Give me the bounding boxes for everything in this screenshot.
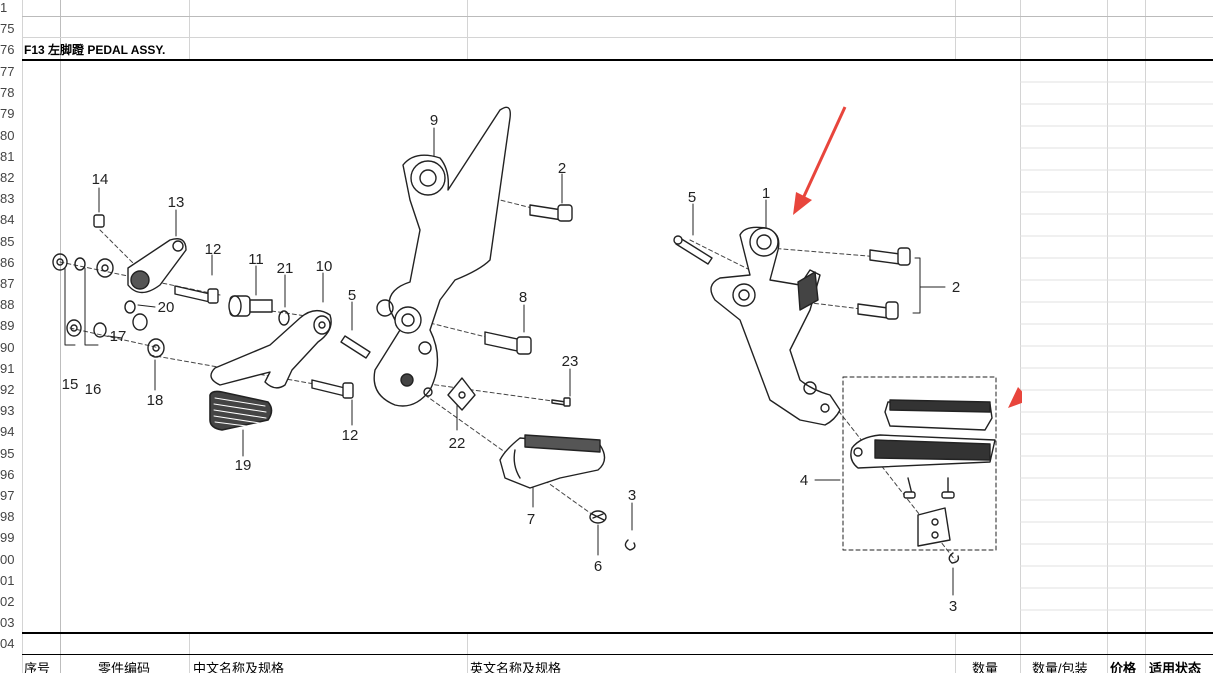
header-qty-pack[interactable]: 数量/包装 — [1032, 661, 1088, 673]
callout-15: 15 — [62, 376, 79, 393]
row-header[interactable]: 75 — [0, 18, 22, 39]
callout-5: 5 — [688, 189, 696, 206]
grid-row-line — [22, 16, 1213, 17]
row-header[interactable]: 90 — [0, 336, 22, 358]
annotation-arrows — [793, 106, 1022, 408]
row-header[interactable]: 01 — [0, 569, 22, 591]
callout-labels: 1 2 2 3 3 4 5 5 6 7 8 9 10 11 12 12 13 1… — [62, 112, 961, 615]
header-part-code[interactable]: 零件编码 — [98, 661, 151, 673]
row-header[interactable]: 91 — [0, 357, 22, 379]
row-header[interactable]: 02 — [0, 591, 22, 612]
row-header[interactable]: 93 — [0, 400, 22, 422]
row-header[interactable]: 96 — [0, 463, 22, 485]
callout-11: 11 — [248, 251, 264, 268]
section-title: F13 左脚蹬 PEDAL ASSY. — [24, 43, 166, 57]
grid-col-line — [22, 0, 23, 673]
row-header[interactable]: 84 — [0, 209, 22, 231]
grid-row-line — [22, 654, 1213, 655]
table-top-border — [22, 59, 1213, 61]
grid-col-line — [189, 0, 190, 60]
row-header[interactable]: 1 — [0, 0, 22, 18]
row-header[interactable]: 80 — [0, 124, 22, 146]
callout-6: 6 — [594, 558, 602, 575]
row-header[interactable]: 81 — [0, 145, 22, 167]
row-header[interactable]: 98 — [0, 506, 22, 528]
callout-9: 9 — [430, 112, 438, 129]
grid-col-line — [189, 634, 190, 673]
row-header[interactable]: 77 — [0, 61, 22, 82]
callout-7: 7 — [527, 511, 535, 528]
row-header[interactable]: 04 — [0, 633, 22, 655]
row-header[interactable]: 88 — [0, 294, 22, 316]
row-header[interactable]: 95 — [0, 442, 22, 464]
grid-col-line — [467, 634, 468, 673]
grid-col-line — [467, 0, 468, 60]
header-price[interactable]: 价格 — [1110, 661, 1137, 673]
callout-3: 3 — [949, 598, 957, 615]
callout-5: 5 — [348, 287, 356, 304]
row-header[interactable]: 82 — [0, 167, 22, 188]
callout-12: 12 — [342, 427, 359, 444]
header-status[interactable]: 适用状态 — [1149, 661, 1202, 673]
header-cn-name[interactable]: 中文名称及规格 — [193, 661, 285, 673]
row-header[interactable]: 78 — [0, 82, 22, 104]
row-header[interactable]: 03 — [0, 612, 22, 634]
right-grid — [1020, 81, 1213, 611]
callout-12: 12 — [205, 241, 222, 258]
exploded-parts-diagram: 1 2 2 3 3 4 5 5 6 7 8 9 10 11 12 12 13 1… — [52, 106, 1022, 615]
callout-19: 19 — [235, 457, 252, 474]
grid-col-line — [1145, 0, 1146, 673]
row-header[interactable]: 99 — [0, 527, 22, 549]
callout-16: 16 — [85, 381, 102, 398]
row-header[interactable]: 83 — [0, 188, 22, 210]
row-header[interactable]: 87 — [0, 273, 22, 294]
grid-col-line — [955, 0, 956, 60]
grid-col-line — [1107, 0, 1108, 673]
table-bottom-border — [22, 632, 1213, 634]
callout-20: 20 — [158, 299, 175, 316]
callout-14: 14 — [92, 171, 109, 188]
grid-row-line — [22, 37, 1213, 38]
callout-22: 22 — [449, 435, 466, 452]
row-header[interactable]: 86 — [0, 251, 22, 273]
callout-3: 3 — [628, 487, 636, 504]
grid-col-line — [955, 634, 956, 673]
row-header[interactable]: 94 — [0, 421, 22, 443]
callout-4: 4 — [800, 472, 808, 489]
header-seq[interactable]: 序号 — [24, 661, 51, 673]
row-header[interactable]: 76 — [0, 39, 22, 60]
row-header[interactable]: 92 — [0, 379, 22, 400]
callout-23: 23 — [562, 353, 579, 370]
row-header[interactable]: 89 — [0, 315, 22, 337]
header-en-name[interactable]: 英文名称及规格 — [470, 661, 562, 673]
callout-2: 2 — [952, 279, 960, 296]
grid-col-line — [60, 0, 61, 673]
row-header[interactable]: 97 — [0, 485, 22, 506]
callout-8: 8 — [519, 289, 527, 306]
row-header[interactable]: 79 — [0, 103, 22, 125]
callout-18: 18 — [147, 392, 164, 409]
grid-col-line — [1020, 0, 1021, 673]
row-header[interactable]: 00 — [0, 548, 22, 570]
callout-2: 2 — [558, 160, 566, 177]
callout-21: 21 — [277, 260, 294, 277]
callout-1: 1 — [762, 185, 770, 202]
header-qty[interactable]: 数量 — [972, 661, 999, 673]
callout-13: 13 — [168, 194, 185, 211]
callout-17: 17 — [110, 328, 127, 345]
row-header[interactable]: 85 — [0, 230, 22, 252]
callout-10: 10 — [316, 258, 333, 275]
